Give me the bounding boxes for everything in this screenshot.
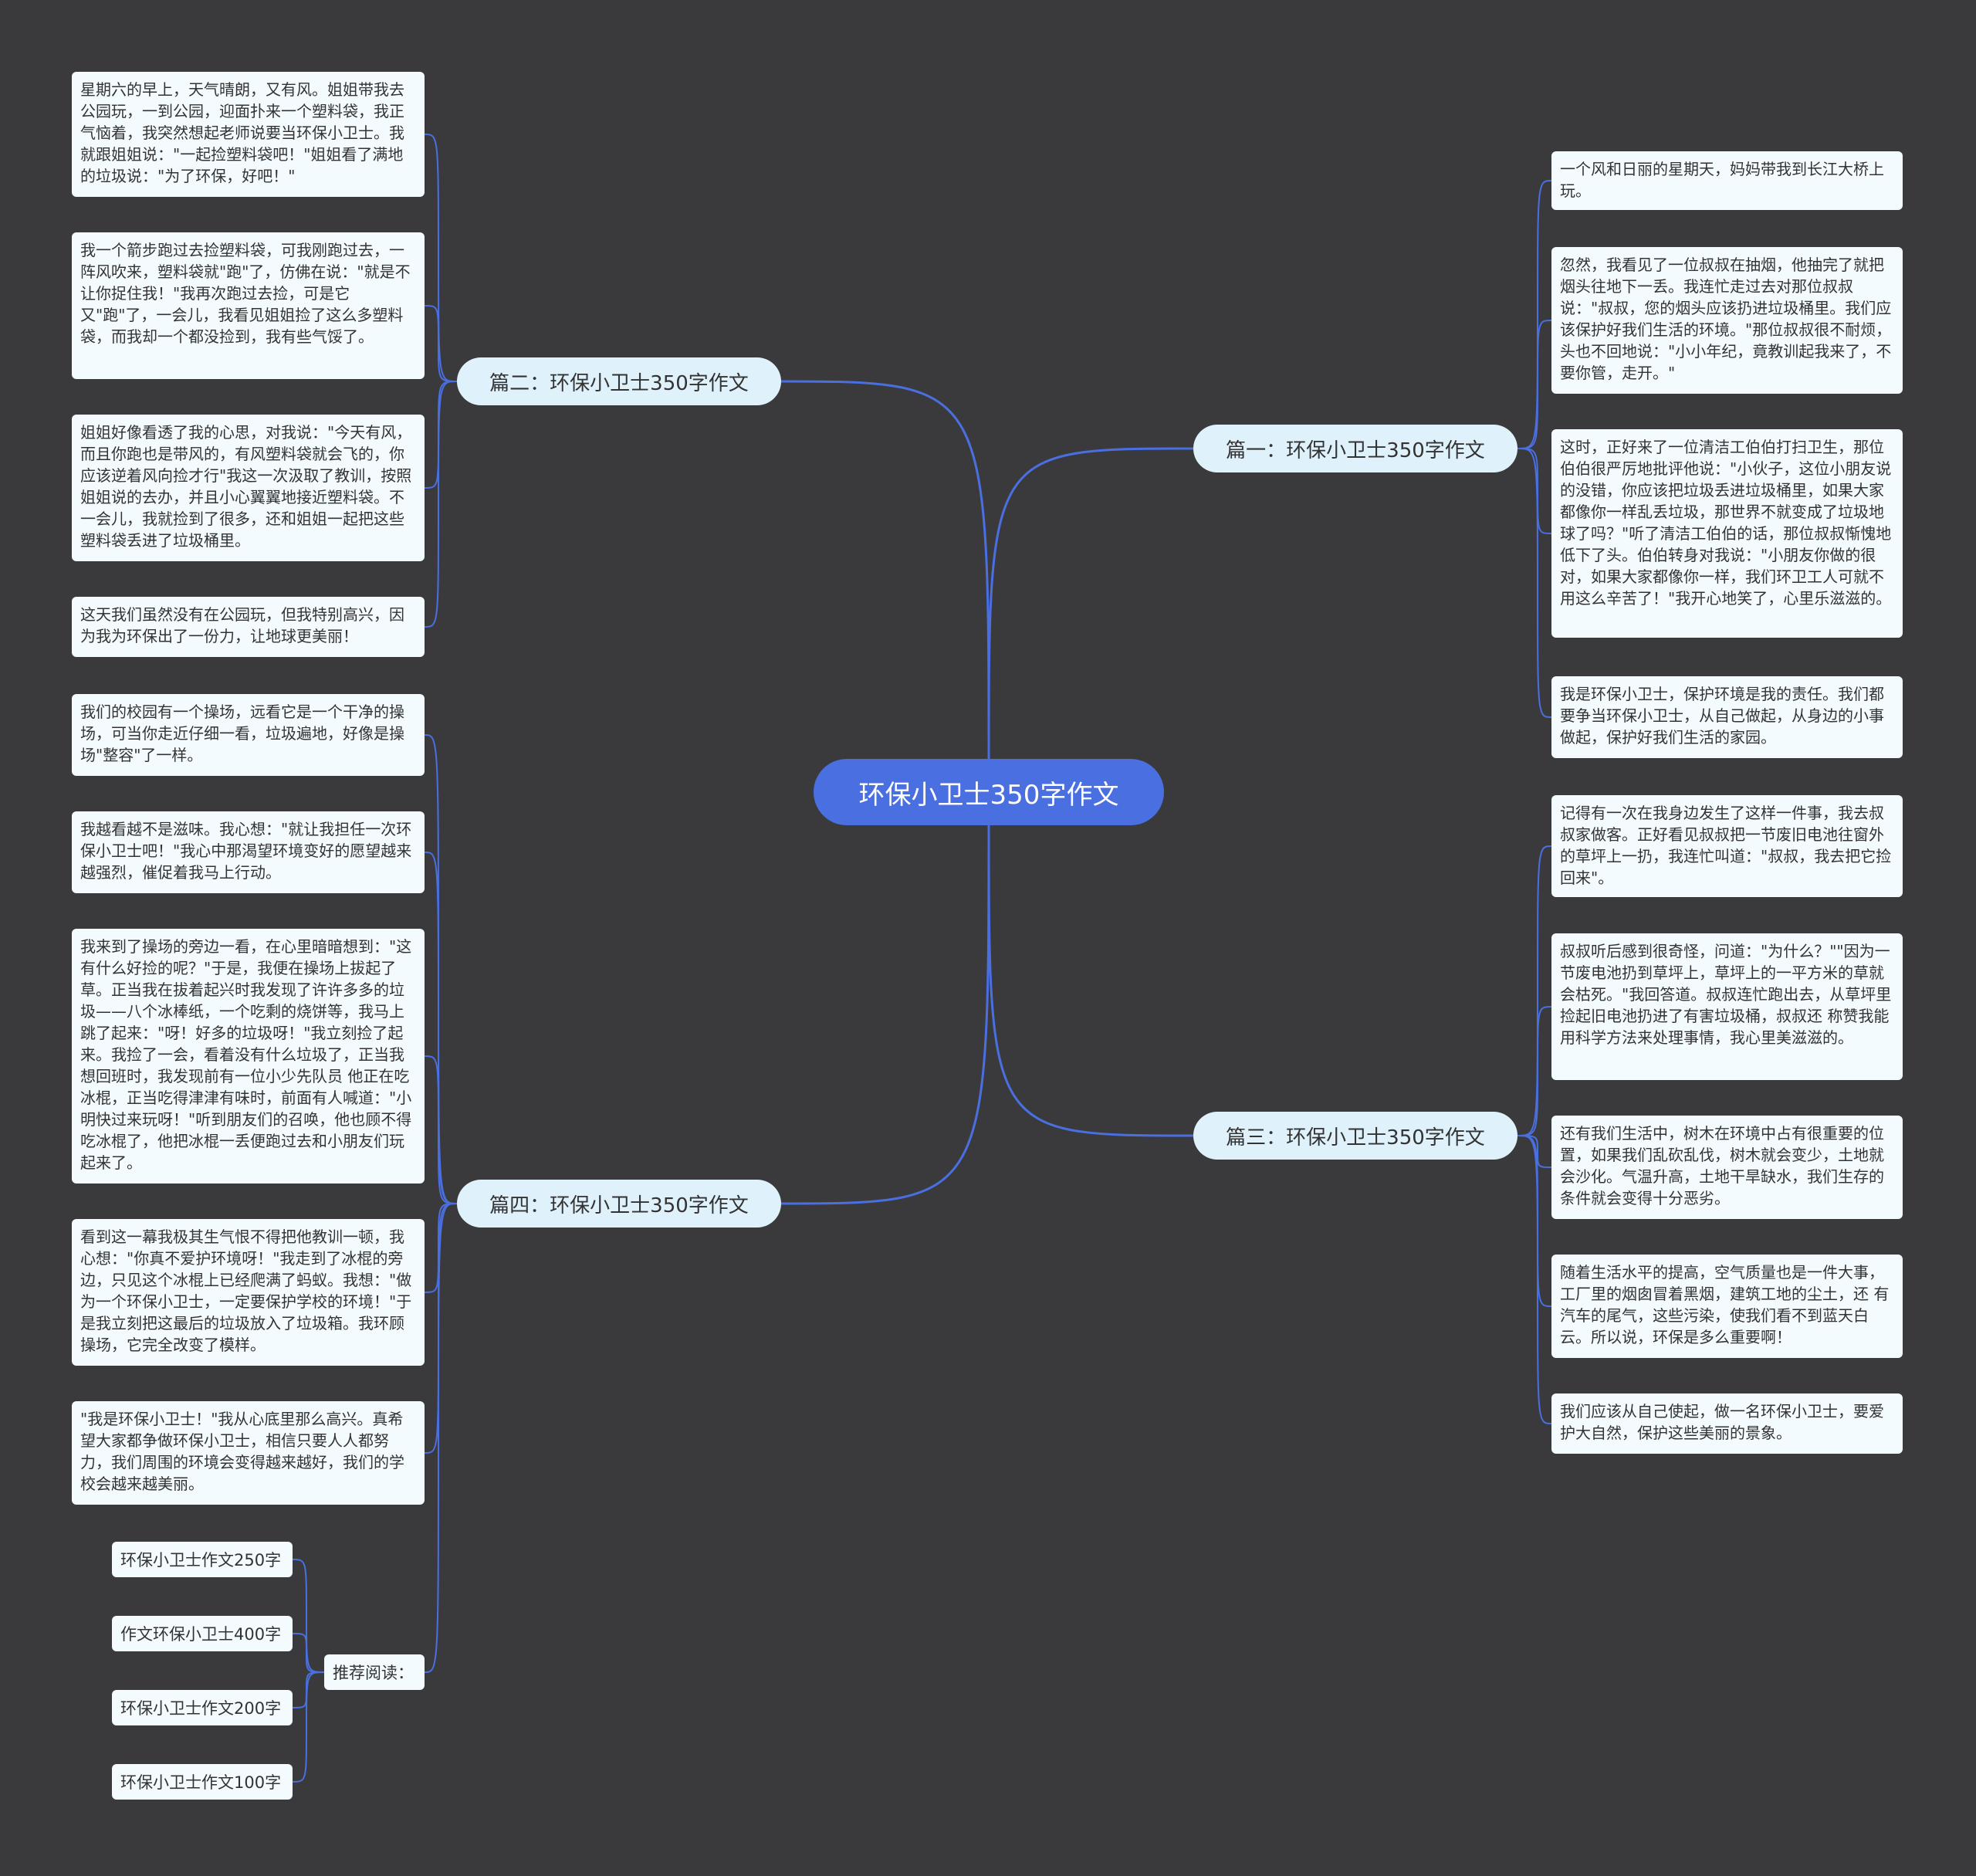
- connector-leaf-p1-4: [1517, 448, 1552, 718]
- connector-leaf-p3-2: [1517, 1006, 1552, 1136]
- branch-p1[interactable]: 篇一：环保小卫士350字作文: [1193, 425, 1518, 472]
- connector-branch-p4: [780, 818, 990, 1205]
- leaf-p3-2: 叔叔听后感到很奇怪，问道："为什么？""因为一节废电池扔到草坪上，草坪上的一平方…: [1551, 933, 1903, 1080]
- leaf-p3-1: 记得有一次在我身边发生了这样一件事，我去叔叔家做客。正好看见叔叔把一节废旧电池往…: [1551, 795, 1903, 897]
- leaf-p1-1: 一个风和日丽的星期天，妈妈带我到长江大桥上玩。: [1551, 151, 1903, 210]
- connector-recommend-link-2: [292, 1633, 325, 1673]
- leaf-p3-5: 我们应该从自己使起，做一名环保小卫士，要爱护大自然，保护这些美丽的景象。: [1551, 1393, 1903, 1454]
- connector-branch-p1: [987, 447, 1194, 766]
- connector-leaf-p3-1: [1517, 845, 1552, 1136]
- leaf-p3-4: 随着生活水平的提高，空气质量也是一件大事，工厂里的烟囱冒着黑烟，建筑工地的尘土，…: [1551, 1255, 1903, 1358]
- branch-p4[interactable]: 篇四：环保小卫士350字作文: [457, 1180, 781, 1228]
- connector-branch-p3: [987, 818, 1194, 1137]
- leaf-p1-3: 这时，正好来了一位清洁工伯伯打扫卫生，那位伯伯很严厉地批评他说："小伙子，这位小…: [1551, 429, 1903, 638]
- connector-leaf-p1-1: [1517, 180, 1552, 449]
- connector-leaf-p1-2: [1517, 320, 1552, 449]
- recommend-link-4[interactable]: 环保小卫士作文100字: [112, 1764, 293, 1800]
- leaf-p2-3: 姐姐好像看透了我的心思，对我说："今天有风，而且你跑也是带风的，有风塑料袋就会飞…: [72, 415, 425, 561]
- leaf-p4-3: 我来到了操场的旁边一看，在心里暗暗想到："这有什么好捡的呢？"于是，我便在操场上…: [72, 929, 425, 1184]
- leaf-p4-5: "我是环保小卫士！"我从心底里那么高兴。真希望大家都争做环保小卫士，相信只要人人…: [72, 1401, 425, 1505]
- connector-leaf-p2-2: [424, 305, 458, 382]
- branch-p3[interactable]: 篇三：环保小卫士350字作文: [1193, 1112, 1518, 1160]
- connector-leaf-p2-4: [424, 381, 458, 628]
- connector-leaf-p4-3: [424, 1055, 458, 1204]
- recommend-link-3[interactable]: 环保小卫士作文200字: [112, 1690, 293, 1725]
- connector-recommend-link-4: [292, 1671, 325, 1783]
- connector-recommend-label: [424, 1203, 458, 1673]
- connector-leaf-p3-5: [1517, 1135, 1552, 1424]
- recommend-label: 推荐阅读：: [324, 1654, 425, 1690]
- leaf-p4-2: 我越看越不是滋味。我心想："就让我担任一次环保小卫士吧！"我心中那渴望环境变好的…: [72, 811, 425, 893]
- leaf-p2-4: 这天我们虽然没有在公园玩，但我特别高兴，因为我为环保出了一份力，让地球更美丽！: [72, 597, 425, 657]
- connector-leaf-p3-3: [1517, 1135, 1552, 1168]
- connector-leaf-p4-1: [424, 734, 458, 1204]
- connector-leaf-p4-2: [424, 852, 458, 1204]
- leaf-p3-3: 还有我们生活中，树木在环境中占有很重要的位置，如果我们乱砍乱伐，树木就会变少，土…: [1551, 1116, 1903, 1219]
- leaf-p4-4: 看到这一幕我极其生气恨不得把他教训一顿，我心想："你真不爱护环境呀！"我走到了冰…: [72, 1219, 425, 1366]
- leaf-p4-1: 我们的校园有一个操场，远看它是一个干净的操场，可当你走近仔细一看，垃圾遍地，好像…: [72, 694, 425, 776]
- connector-recommend-link-3: [292, 1671, 325, 1708]
- connector-leaf-p2-1: [424, 134, 458, 382]
- connector-leaf-p3-4: [1517, 1135, 1552, 1307]
- recommend-link-2[interactable]: 作文环保小卫士400字: [112, 1616, 293, 1651]
- leaf-p1-2: 忽然，我看见了一位叔叔在抽烟，他抽完了就把烟头往地下一丢。我连忙走过去对那位叔叔…: [1551, 247, 1903, 394]
- central-topic[interactable]: 环保小卫士350字作文: [814, 759, 1164, 825]
- leaf-p1-4: 我是环保小卫士，保护环境是我的责任。我们都要争当环保小卫士，从自己做起，从身边的…: [1551, 676, 1903, 758]
- recommend-link-1[interactable]: 环保小卫士作文250字: [112, 1542, 293, 1577]
- connector-recommend-link-1: [292, 1559, 325, 1673]
- leaf-p2-2: 我一个箭步跑过去捡塑料袋，可我刚跑过去，一阵风吹来，塑料袋就"跑"了，仿佛在说：…: [72, 232, 425, 379]
- branch-p2[interactable]: 篇二：环保小卫士350字作文: [457, 357, 781, 405]
- connector-branch-p2: [780, 380, 990, 766]
- leaf-p2-1: 星期六的早上，天气晴朗，又有风。姐姐带我去公园玩，一到公园，迎面扑来一个塑料袋，…: [72, 72, 425, 197]
